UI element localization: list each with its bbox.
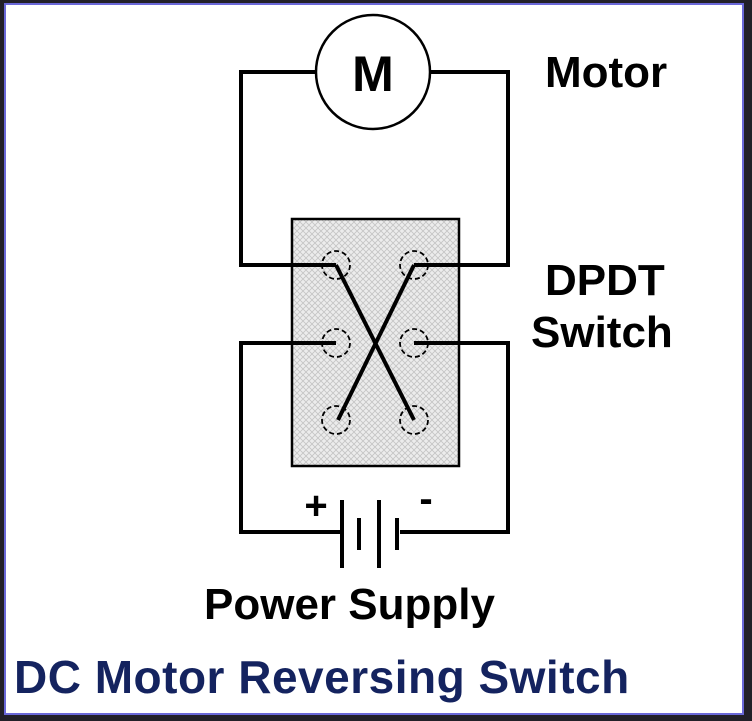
wire-motor-left [239,70,336,267]
positive-terminal-label: + [304,484,327,528]
diagram-title: DC Motor Reversing Switch [14,651,630,703]
motor-symbol [314,13,432,131]
terminal-mid-left [321,328,351,358]
negative-terminal-label: - [419,477,432,521]
wire-power-right [400,341,510,534]
dpdt-switch-label: DPDT Switch [531,255,673,359]
dpdt-label-line2: Switch [531,308,673,357]
terminal-mid-right [399,328,429,358]
battery-symbol [340,500,399,568]
switch-link-b [336,264,416,421]
motor-letter: M [352,46,394,102]
wire-motor-right [414,70,510,267]
terminal-bottom-left [321,405,351,435]
terminal-top-right [399,250,429,280]
wire-power-left [239,341,342,534]
dpdt-label-line1: DPDT [545,256,665,305]
motor-label: Motor [545,48,668,97]
terminal-bottom-right [399,405,429,435]
power-supply-label: Power Supply [204,580,495,629]
terminal-top-left [321,250,351,280]
